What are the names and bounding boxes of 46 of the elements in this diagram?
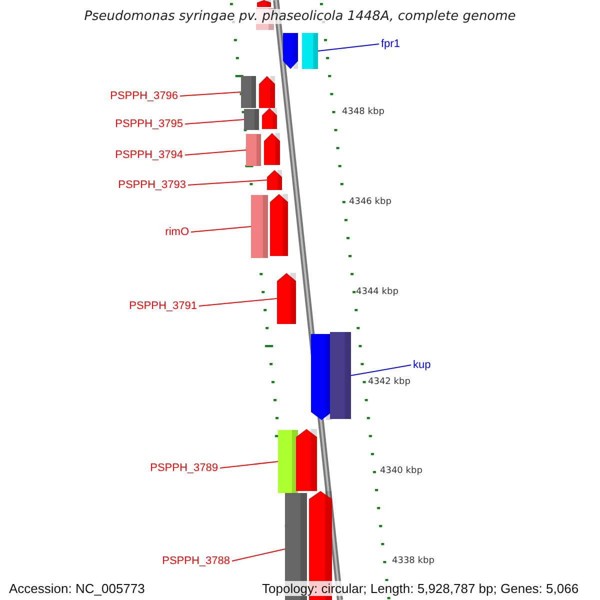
gene-track-block <box>246 134 261 166</box>
leader-line <box>184 150 246 156</box>
gene-block <box>311 334 332 420</box>
gene-label: kup <box>413 359 431 371</box>
leader-line <box>350 364 412 376</box>
footer-text: Topology: circular; Length: 5,928,787 bp; Genes: 5,066 <box>262 581 579 596</box>
gene-track-block <box>241 76 256 108</box>
leader-line <box>198 298 278 306</box>
gene-block <box>270 194 288 256</box>
scale-label: 4340 kbp <box>380 466 422 476</box>
gene-block <box>262 108 277 129</box>
gene-block <box>267 170 282 190</box>
gene-label: PSPPH_3796 <box>110 90 178 102</box>
scale-label: 4338 kbp <box>392 556 434 566</box>
gene-track-block <box>251 195 268 258</box>
gene-block <box>257 0 271 7</box>
leader-line <box>190 226 252 232</box>
scale-label: 4348 kbp <box>342 107 384 117</box>
genome-title: Pseudomonas syringae pv. phaseolicola 1448A, complete genome <box>84 9 516 24</box>
leader-line <box>184 119 244 124</box>
gene-label: fpr1 <box>381 38 400 50</box>
gene-label: PSPPH_3789 <box>150 462 218 474</box>
scale-label: 4342 kbp <box>368 377 410 387</box>
gene-block <box>259 76 275 108</box>
gene-label: PSPPH_3795 <box>115 118 183 130</box>
gene-block <box>277 273 296 324</box>
gene-label: PSPPH_3788 <box>162 555 230 567</box>
gene-block <box>283 33 298 69</box>
leader-line <box>220 461 278 468</box>
leader-line <box>188 180 268 186</box>
footer-text: Accession: NC_005773 <box>9 581 145 596</box>
leader-line <box>180 92 242 96</box>
gene-label: rimO <box>165 226 189 238</box>
gene-track-block <box>302 33 318 69</box>
gene-label: PSPPH_3794 <box>115 149 183 161</box>
leader-line <box>318 44 380 52</box>
gene-label: PSPPH_3793 <box>118 179 186 191</box>
gene-track-block <box>330 332 351 419</box>
gene-label: PSPPH_3791 <box>129 300 197 312</box>
leader-line <box>232 548 286 562</box>
gene-track-block <box>278 430 298 493</box>
gene-track-block <box>244 109 259 130</box>
gene-block <box>264 133 280 165</box>
scale-label: 4344 kbp <box>356 287 398 297</box>
gene-block <box>296 429 317 491</box>
scale-label: 4346 kbp <box>349 197 392 207</box>
